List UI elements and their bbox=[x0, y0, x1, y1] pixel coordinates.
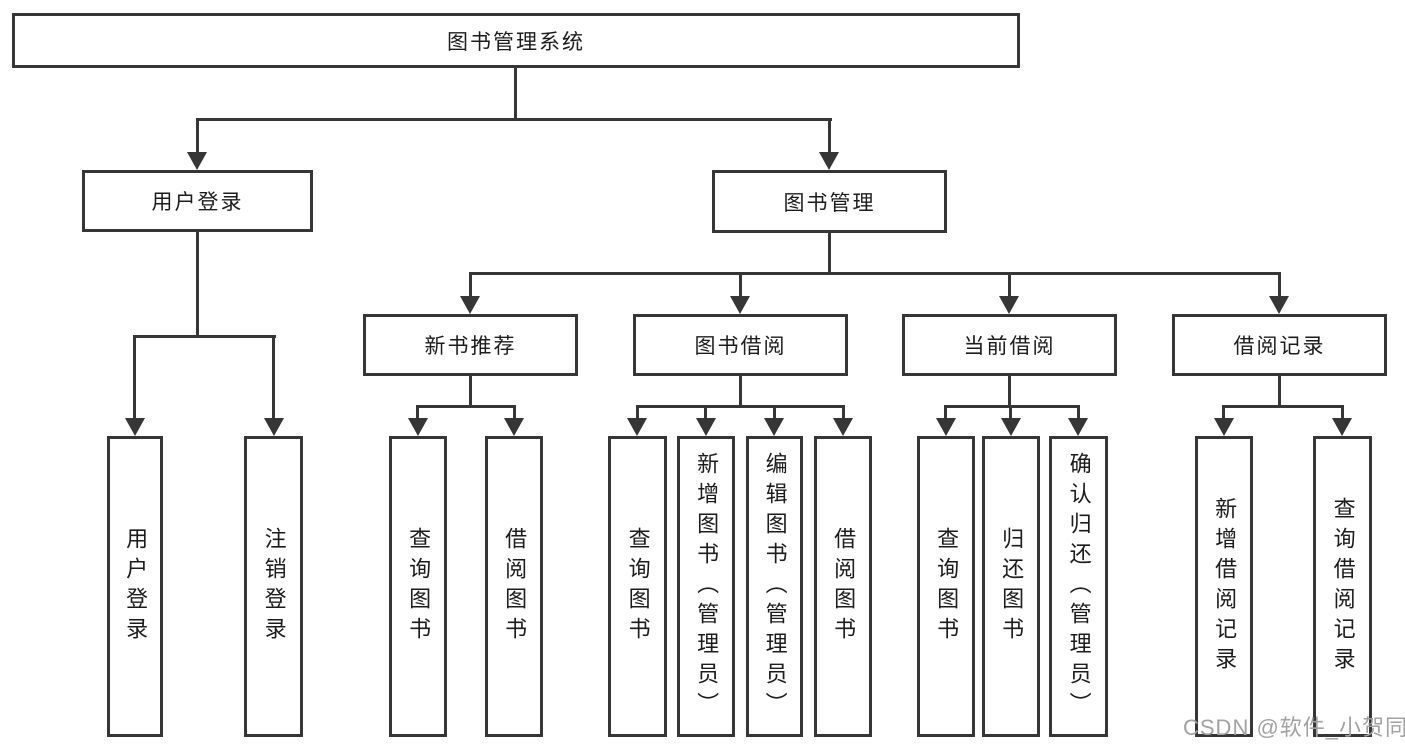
connector-line bbox=[773, 405, 776, 420]
leaf-bb-add-book-admin: 新增图书（管理员） bbox=[677, 436, 735, 737]
connector-line bbox=[1008, 376, 1011, 407]
leaf-nbr-query-book: 查询图书 bbox=[389, 436, 447, 737]
node-borrow-record: 借阅记录 bbox=[1172, 314, 1387, 376]
connector-line bbox=[133, 335, 136, 419]
connector-line bbox=[1008, 272, 1011, 298]
connector-line bbox=[828, 118, 831, 154]
connector-line bbox=[1278, 376, 1281, 407]
connector-line bbox=[416, 405, 419, 420]
arrowhead-icon bbox=[936, 418, 956, 436]
connector-line bbox=[196, 232, 199, 337]
arrowhead-icon bbox=[1214, 418, 1234, 436]
connector-line bbox=[196, 118, 199, 154]
connector-line bbox=[944, 405, 1080, 408]
arrowhead-icon bbox=[833, 418, 853, 436]
connector-line bbox=[1278, 272, 1281, 298]
connector-line bbox=[739, 376, 742, 407]
connector-line bbox=[469, 376, 472, 407]
connector-line bbox=[636, 405, 639, 420]
leaf-br-add-record: 新增借阅记录 bbox=[1195, 436, 1253, 737]
connector-line bbox=[514, 68, 517, 120]
arrowhead-icon bbox=[730, 296, 750, 314]
connector-line bbox=[272, 335, 275, 419]
arrowhead-icon bbox=[125, 418, 145, 436]
connector-line bbox=[1077, 405, 1080, 420]
leaf-logout: 注销登录 bbox=[244, 436, 303, 737]
leaf-cb-confirm-return-admin: 确认归还（管理员） bbox=[1049, 436, 1108, 737]
connector-line bbox=[469, 272, 1281, 275]
arrowhead-icon bbox=[504, 418, 524, 436]
connector-line bbox=[828, 233, 831, 274]
connector-line bbox=[1222, 405, 1225, 420]
connector-line bbox=[1222, 405, 1344, 408]
node-new-book-recommend: 新书推荐 bbox=[363, 314, 578, 376]
connector-line bbox=[469, 272, 472, 298]
leaf-cb-return-book: 归还图书 bbox=[982, 436, 1040, 737]
node-root: 图书管理系统 bbox=[12, 13, 1020, 68]
connector-line bbox=[196, 118, 832, 121]
csdn-watermark: CSDN @软件_小贺同学 bbox=[1183, 715, 1405, 740]
arrowhead-icon bbox=[764, 418, 784, 436]
connector-line bbox=[739, 272, 742, 298]
connector-line bbox=[513, 405, 516, 420]
arrowhead-icon bbox=[1332, 418, 1352, 436]
leaf-nbr-borrow-book: 借阅图书 bbox=[485, 436, 543, 737]
arrowhead-icon bbox=[627, 418, 647, 436]
node-current-borrow: 当前借阅 bbox=[902, 314, 1117, 376]
leaf-bb-borrow-book: 借阅图书 bbox=[814, 436, 872, 737]
leaf-user-login: 用户登录 bbox=[107, 436, 163, 737]
arrowhead-icon bbox=[187, 152, 207, 170]
connector-line bbox=[704, 405, 707, 420]
leaf-bb-edit-book-admin: 编辑图书（管理员） bbox=[746, 436, 803, 737]
connector-line bbox=[133, 335, 276, 338]
connector-line bbox=[416, 405, 516, 408]
leaf-bb-query-book: 查询图书 bbox=[608, 436, 667, 737]
arrowhead-icon bbox=[696, 418, 716, 436]
node-user-login: 用户登录 bbox=[82, 170, 313, 232]
connector-line bbox=[1341, 405, 1344, 420]
connector-line bbox=[636, 405, 845, 408]
arrowhead-icon bbox=[408, 418, 428, 436]
node-book-management: 图书管理 bbox=[712, 170, 947, 233]
arrowhead-icon bbox=[1001, 418, 1021, 436]
node-book-borrow: 图书借阅 bbox=[633, 314, 848, 376]
arrowhead-icon bbox=[1269, 296, 1289, 314]
arrowhead-icon bbox=[999, 296, 1019, 314]
connector-line bbox=[842, 405, 845, 420]
connector-line bbox=[944, 405, 947, 420]
connector-line bbox=[1009, 405, 1012, 420]
arrowhead-icon bbox=[819, 152, 839, 170]
arrowhead-icon bbox=[460, 296, 480, 314]
arrowhead-icon bbox=[264, 418, 284, 436]
leaf-cb-query-book: 查询图书 bbox=[917, 436, 975, 737]
leaf-br-query-record: 查询借阅记录 bbox=[1313, 436, 1372, 737]
arrowhead-icon bbox=[1068, 418, 1088, 436]
